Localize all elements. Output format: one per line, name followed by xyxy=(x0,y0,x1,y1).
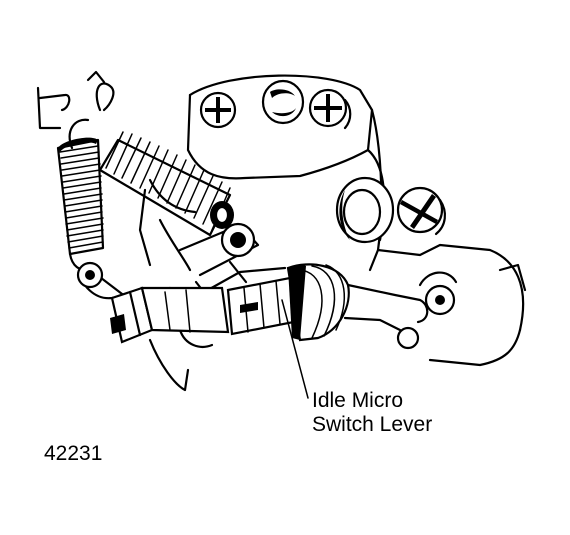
callout-leader-line xyxy=(281,299,309,399)
adjust-screw-right xyxy=(396,186,446,236)
throttle-lever xyxy=(76,222,287,392)
idle-micro-switch-lever xyxy=(226,263,458,350)
phillips-screw-left xyxy=(199,91,237,129)
callout-line-1: Idle Micro xyxy=(312,389,404,412)
side-port xyxy=(335,176,395,244)
callout-line-2: Switch Lever xyxy=(312,413,433,436)
return-spring-diagonal xyxy=(86,70,234,237)
round-plug xyxy=(261,79,305,125)
figure-number: 42231 xyxy=(44,442,103,465)
throttle-shaft-nut xyxy=(110,286,230,344)
phillips-screw-right xyxy=(308,88,352,130)
callout-label: Idle Micro Switch Lever xyxy=(312,389,432,437)
return-spring-left xyxy=(36,86,105,271)
